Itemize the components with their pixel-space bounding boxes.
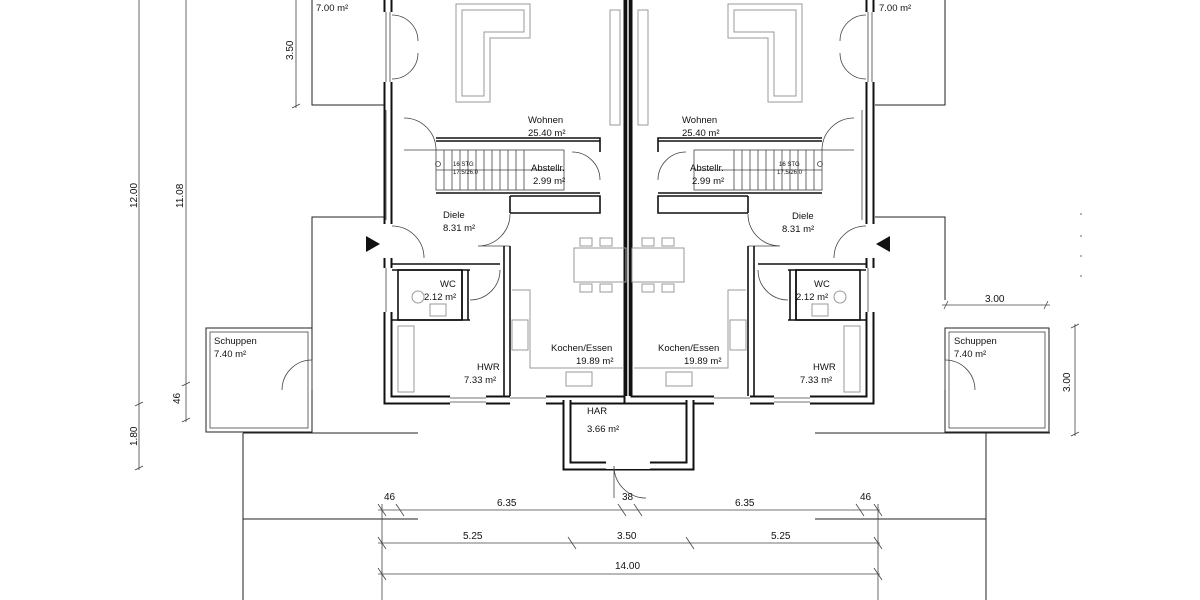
wc-area-left: 2.12 m² (424, 292, 456, 303)
storage-name-left: Abstellr. (531, 163, 565, 174)
dim-1-80: 1.80 (129, 426, 140, 446)
terrace-area-right: 7.00 m² (879, 3, 911, 14)
hall-area-left: 8.31 m² (443, 223, 475, 234)
dimension-lines-vertical (134, 0, 1080, 471)
dim-shed-width: 3.00 (985, 294, 1005, 305)
har-area: 3.66 m² (587, 424, 619, 435)
dim-46-vertical: 46 (172, 392, 183, 404)
kitchen-name-right: Kochen/Essen (658, 343, 719, 354)
interior-walls (392, 137, 866, 396)
storage-name-right: Abstellr. (690, 163, 724, 174)
shed-name-right: Schuppen (954, 336, 997, 347)
dim-shed-height: 3.00 (1062, 372, 1073, 392)
shed-area-right: 7.40 m² (954, 349, 986, 360)
hwr-name-left: HWR (477, 362, 500, 373)
stairs-sub-left: 17.5/26.0 (453, 170, 479, 176)
dim-12-00: 12.00 (129, 183, 140, 208)
hwr-area-left: 7.33 m² (464, 375, 496, 386)
wc-area-right: 2.12 m² (796, 292, 828, 303)
hall-name-left: Diele (443, 210, 465, 221)
doors (391, 14, 867, 499)
dim-row1-5: 46 (860, 492, 872, 503)
living-area-right: 25.40 m² (682, 128, 720, 139)
living-area-left: 25.40 m² (528, 128, 566, 139)
furniture (397, 3, 861, 393)
hall-area-right: 8.31 m² (782, 224, 814, 235)
wc-name-right: WC (814, 279, 830, 290)
dimension-chains (377, 503, 883, 600)
edge-marks (1080, 213, 1082, 277)
dim-row2-3: 5.25 (771, 531, 791, 542)
dim-row1-1: 46 (384, 492, 396, 503)
hwr-area-right: 7.33 m² (800, 375, 832, 386)
dim-row1-4: 6.35 (735, 498, 755, 509)
shed-area-left: 7.40 m² (214, 349, 246, 360)
stairs-left (435, 149, 565, 191)
living-name-right: Wohnen (682, 115, 717, 126)
wc-name-left: WC (440, 279, 456, 290)
dim-row1-3: 38 (622, 492, 634, 503)
hwr-name-right: HWR (813, 362, 836, 373)
dim-row1-2: 6.35 (497, 498, 517, 509)
entrance-arrow-right (876, 236, 890, 252)
stairs-label-right: 16 STG (779, 162, 800, 168)
stairs-right (693, 149, 823, 191)
kitchen-area-right: 19.89 m² (684, 356, 722, 367)
storage-area-left: 2.99 m² (533, 176, 565, 187)
stairs-label-left: 16 STG (453, 162, 474, 168)
site-lines (242, 0, 1050, 600)
openings (380, 12, 878, 408)
dim-row2-2: 3.50 (617, 531, 637, 542)
shed-right (944, 327, 1050, 433)
kitchen-name-left: Kochen/Essen (551, 343, 612, 354)
living-name-left: Wohnen (528, 115, 563, 126)
dim-row2-1: 5.25 (463, 531, 483, 542)
stairs-sub-right: 17.5/26.0 (777, 170, 803, 176)
dim-11-08: 11.08 (175, 183, 186, 208)
terrace-area-left: 7.00 m² (316, 3, 348, 14)
dim-3-50: 3.50 (285, 40, 296, 60)
hall-name-right: Diele (792, 211, 814, 222)
har-name: HAR (587, 406, 607, 417)
shed-left (205, 327, 313, 433)
dim-row3-total: 14.00 (615, 561, 640, 572)
shed-name-left: Schuppen (214, 336, 257, 347)
kitchen-area-left: 19.89 m² (576, 356, 614, 367)
entrance-arrow-left (366, 236, 380, 252)
storage-area-right: 2.99 m² (692, 176, 724, 187)
